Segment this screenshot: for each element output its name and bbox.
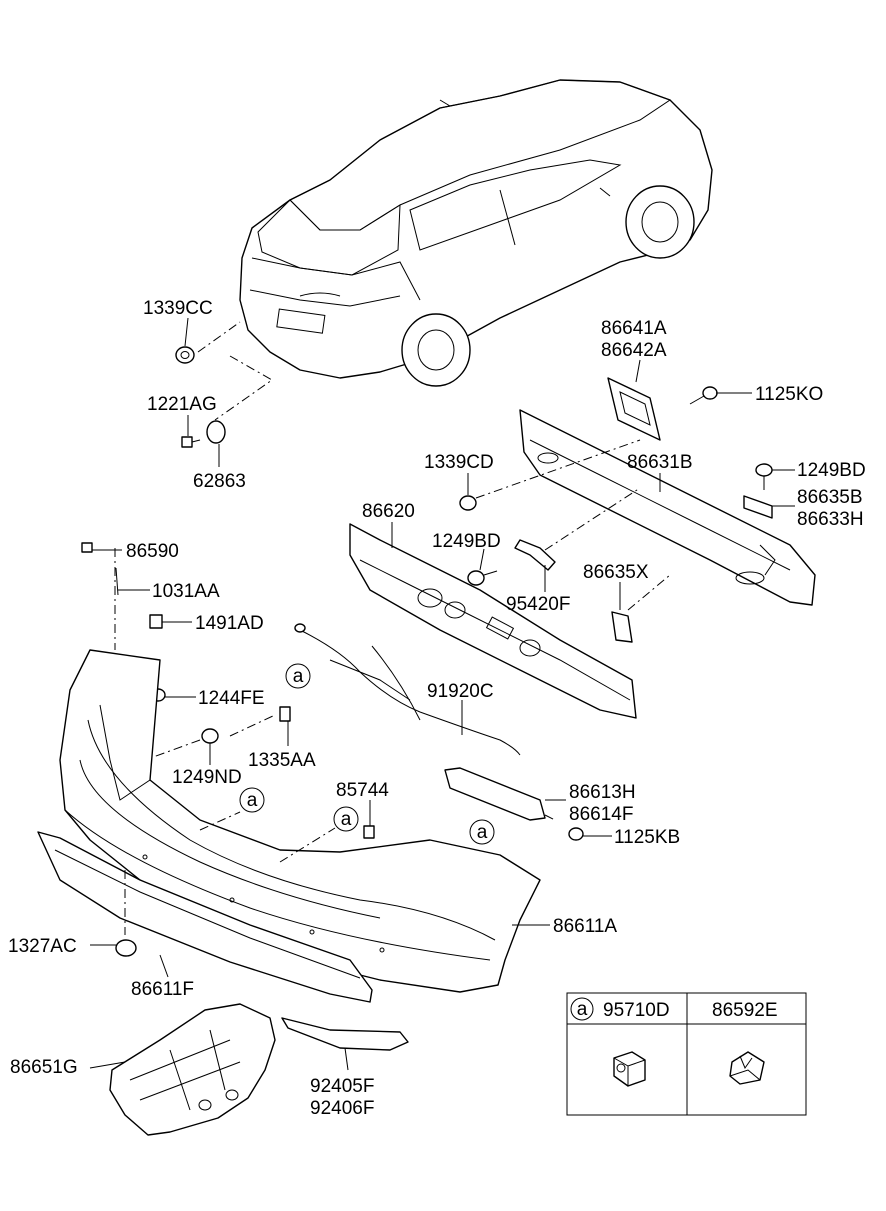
label-86631B: 86631B — [627, 452, 693, 473]
screw-1221AG — [181, 436, 201, 448]
retainer-1031AA — [115, 567, 119, 596]
nut-1327AC — [115, 939, 137, 957]
leader-lines — [89, 317, 795, 1071]
label-92405F: 92405F — [310, 1076, 374, 1097]
legend-col-1: 95710D — [603, 1000, 670, 1021]
bolt-1125KB — [568, 827, 584, 841]
legend-table: a 95710D 86592E — [566, 992, 807, 1116]
svg-text:a: a — [247, 790, 258, 811]
label-86641A: 86641A — [601, 318, 667, 339]
label-86651G: 86651G — [10, 1057, 78, 1078]
under-cover-86651G — [109, 1003, 276, 1136]
label-86635X: 86635X — [583, 562, 649, 583]
label-92406F: 92406F — [310, 1098, 374, 1119]
label-86611F: 86611F — [131, 979, 194, 1000]
svg-text:a: a — [293, 666, 304, 687]
callout-a-1: a — [285, 663, 311, 689]
reflector-92405F — [281, 1017, 409, 1051]
svg-text:a: a — [477, 822, 488, 843]
clip-86590 — [81, 542, 93, 553]
svg-text:a: a — [341, 809, 352, 830]
label-1125KO: 1125KO — [755, 384, 823, 405]
bolt-1249BD-center — [467, 570, 498, 586]
clip-86592E-drawing — [729, 1051, 765, 1085]
label-1249ND: 1249ND — [172, 767, 242, 788]
legend-marker — [570, 997, 594, 1021]
label-91920C: 91920C — [427, 681, 494, 702]
label-86590: 86590 — [126, 541, 179, 562]
nut-1339CC — [175, 346, 195, 364]
bolt-1249BD-right — [755, 463, 773, 490]
part-labels: 1339CC 1221AG 62863 86641A 86642A 1125KO… — [8, 298, 866, 1119]
label-85744: 85744 — [336, 780, 389, 801]
bracket-1335AA — [279, 706, 291, 722]
label-86620: 86620 — [362, 501, 415, 522]
label-1339CD: 1339CD — [424, 452, 494, 473]
bolt-1125KO — [689, 386, 718, 405]
label-1335AA: 1335AA — [248, 750, 316, 771]
label-62863: 62863 — [193, 471, 246, 492]
clip-85744 — [363, 825, 375, 839]
label-86611A: 86611A — [553, 916, 617, 937]
label-86642A: 86642A — [601, 340, 667, 361]
label-1031AA: 1031AA — [152, 581, 220, 602]
clip-95710D-drawing — [613, 1051, 646, 1087]
bumper-cover-86611A — [59, 649, 541, 993]
vehicle-illustration — [239, 79, 713, 387]
svg-text:a: a — [577, 999, 588, 1020]
bracket-86641A — [607, 377, 661, 441]
diffuser-86611F — [37, 831, 373, 1003]
callout-a-4: a — [469, 819, 495, 845]
bolt-1249ND — [144, 728, 219, 761]
label-1249BD-center: 1249BD — [432, 531, 501, 552]
rear-beam-86631B — [519, 409, 816, 606]
clip-1491AD — [149, 614, 163, 629]
bracket-86635B — [743, 495, 773, 519]
plug-62863 — [206, 420, 226, 444]
label-86614F: 86614F — [569, 804, 633, 825]
wiring-harness-91920C — [294, 623, 521, 756]
label-86635B: 86635B — [797, 487, 863, 508]
label-1327AC: 1327AC — [8, 936, 77, 957]
label-86613H: 86613H — [569, 782, 636, 803]
legend-col-2: 86592E — [712, 1000, 778, 1021]
label-95420F: 95420F — [506, 594, 570, 615]
label-1249BD-right: 1249BD — [797, 460, 866, 481]
label-1339CC: 1339CC — [143, 298, 213, 319]
energy-absorber-86620 — [349, 523, 637, 719]
label-1221AG: 1221AG — [147, 394, 217, 415]
nut-1339CD — [459, 495, 477, 511]
label-1244FE: 1244FE — [198, 688, 265, 709]
label-86633H: 86633H — [797, 509, 864, 530]
label-1491AD: 1491AD — [195, 613, 264, 634]
bracket-86613H — [444, 767, 546, 821]
label-1125KB: 1125KB — [614, 827, 680, 848]
callout-a-3: a — [333, 806, 359, 832]
bracket-86635X — [611, 611, 633, 643]
bracket-95420F — [514, 539, 556, 571]
callout-a-2: a — [239, 787, 265, 813]
